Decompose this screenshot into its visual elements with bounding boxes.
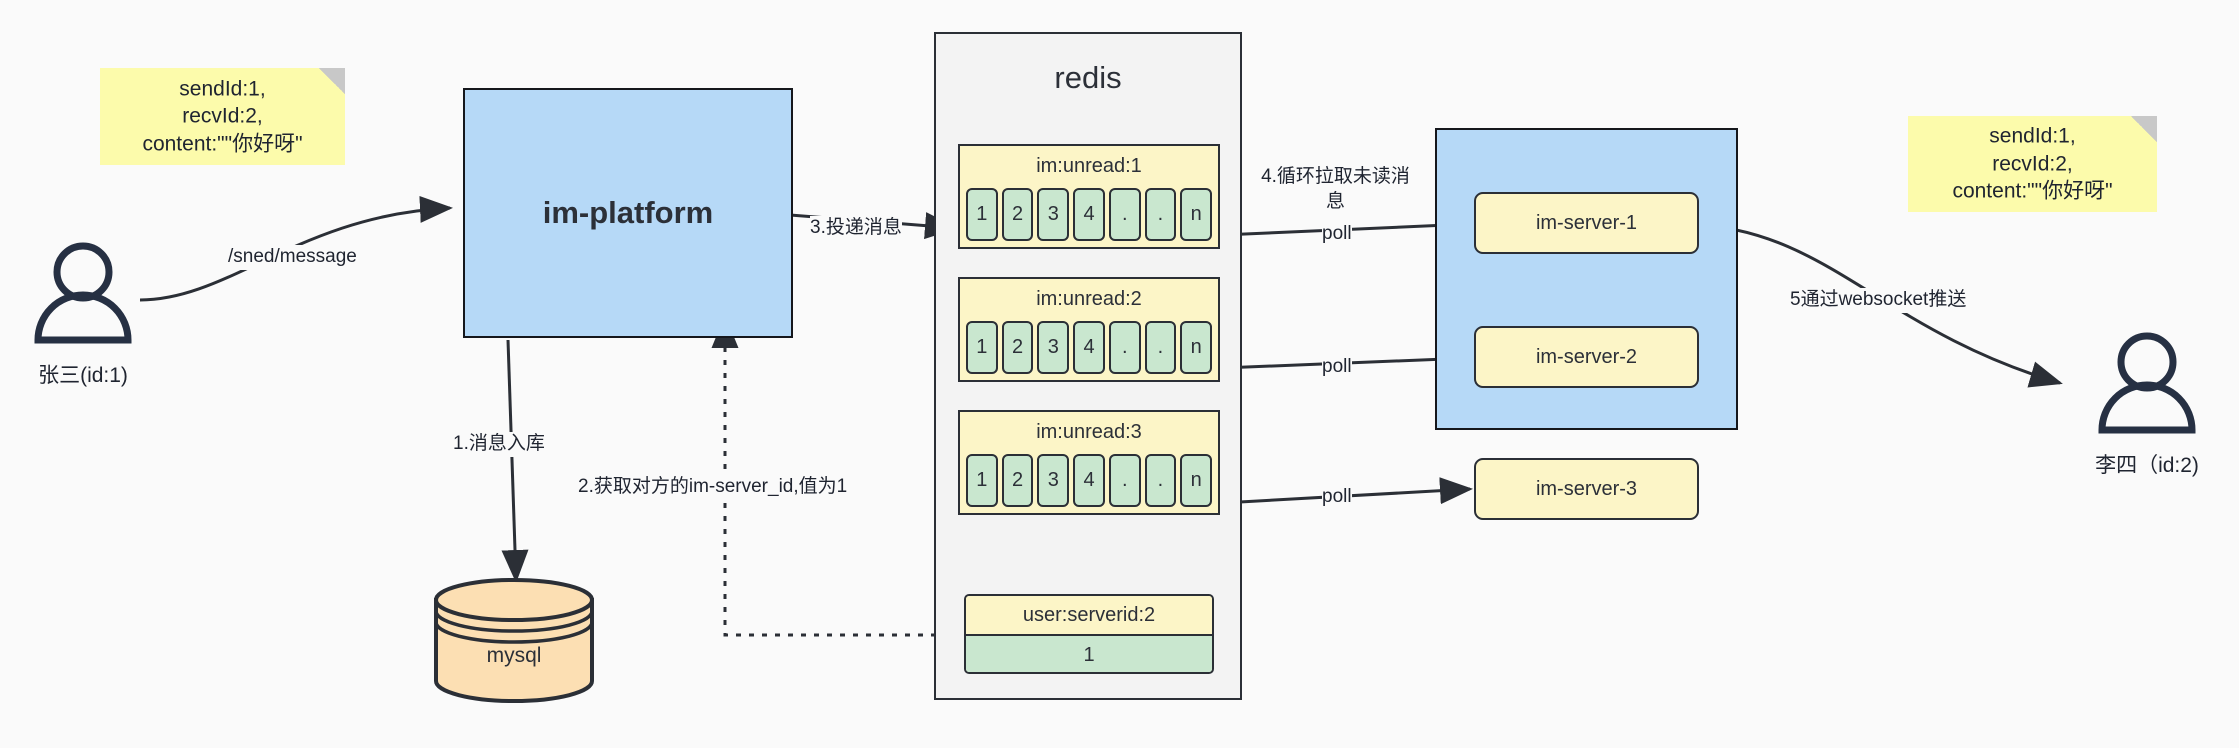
kv-user-serverid[interactable]: user:serverid:2 1 bbox=[964, 594, 1214, 674]
im-server-2-box[interactable]: im-server-2 bbox=[1474, 326, 1699, 388]
actor-sender: 张三(id:1) bbox=[28, 240, 138, 387]
note-right-text: sendId:1, recvId:2, content:""你好呀" bbox=[1952, 124, 2113, 203]
edge-label-pull-unread: 4.循环拉取未读消 息 bbox=[1258, 165, 1413, 215]
queue-cell[interactable]: 1 bbox=[966, 321, 998, 374]
note-left-text: sendId:1, recvId:2, content:""你好呀" bbox=[142, 76, 303, 156]
queue-cell[interactable]: . bbox=[1108, 321, 1141, 374]
queue-im-unread-2[interactable]: im:unread:2 1 2 3 4 . . n bbox=[958, 277, 1220, 382]
im-platform-label: im-platform bbox=[542, 195, 714, 230]
queue-cell[interactable]: 1 bbox=[966, 454, 998, 507]
queue-cell[interactable]: . bbox=[1108, 188, 1141, 241]
queue-cell[interactable]: 2 bbox=[1001, 188, 1034, 241]
queue-cell[interactable]: 3 bbox=[1037, 321, 1070, 374]
edge-label-websocket-push: 5通过websocket推送 bbox=[1790, 288, 1967, 313]
queue-cell[interactable]: . bbox=[1108, 454, 1141, 507]
edge-label-poll-1: poll bbox=[1322, 222, 1352, 247]
queue-1-key: im:unread:1 bbox=[1036, 155, 1142, 177]
redis-container: redis im:unread:1 1 2 3 4 . . n im:unrea… bbox=[934, 32, 1242, 700]
queue-3-cells: 1 2 3 4 . . n bbox=[966, 454, 1213, 507]
actor-receiver: 李四（id:2) bbox=[2092, 330, 2202, 477]
queue-2-cells: 1 2 3 4 . . n bbox=[966, 321, 1213, 374]
queue-3-key: im:unread:3 bbox=[1036, 421, 1142, 443]
kv-key: user:serverid:2 bbox=[966, 596, 1212, 634]
queue-cell[interactable]: . bbox=[1144, 321, 1177, 374]
im-server-3-box[interactable]: im-server-3 bbox=[1474, 458, 1699, 520]
queue-cell[interactable]: 4 bbox=[1073, 454, 1105, 507]
queue-cell[interactable]: . bbox=[1144, 454, 1177, 507]
mysql-cylinder[interactable]: mysql bbox=[430, 578, 598, 703]
queue-im-unread-1[interactable]: im:unread:1 1 2 3 4 . . n bbox=[958, 144, 1220, 249]
redis-title: redis bbox=[1054, 60, 1122, 95]
note-fold-icon bbox=[2131, 116, 2157, 142]
queue-cell[interactable]: 4 bbox=[1073, 188, 1105, 241]
queue-cell[interactable]: n bbox=[1180, 321, 1213, 374]
edge-label-poll-3: poll bbox=[1322, 485, 1352, 510]
edge-label-poll-2: poll bbox=[1322, 355, 1352, 380]
note-right: sendId:1, recvId:2, content:""你好呀" bbox=[1908, 116, 2157, 212]
kv-value: 1 bbox=[966, 634, 1212, 672]
note-left: sendId:1, recvId:2, content:""你好呀" bbox=[100, 68, 345, 165]
queue-cell[interactable]: . bbox=[1144, 188, 1177, 241]
queue-cell[interactable]: 3 bbox=[1037, 454, 1070, 507]
im-platform-box[interactable]: im-platform bbox=[463, 88, 793, 338]
edge-label-deliver-message: 3.投递消息 bbox=[810, 216, 902, 241]
actor-receiver-label: 李四（id:2) bbox=[2095, 454, 2199, 477]
edge-label-get-serverid: 2.获取对方的im-server_id,值为1 bbox=[578, 475, 848, 500]
edge-label-send-message: /sned/message bbox=[228, 245, 357, 270]
queue-cell[interactable]: 3 bbox=[1037, 188, 1070, 241]
queue-cell[interactable]: 1 bbox=[966, 188, 998, 241]
queue-im-unread-3[interactable]: im:unread:3 1 2 3 4 . . n bbox=[958, 410, 1220, 515]
queue-1-cells: 1 2 3 4 . . n bbox=[966, 188, 1213, 241]
queue-cell[interactable]: n bbox=[1180, 454, 1213, 507]
mysql-label: mysql bbox=[486, 643, 542, 667]
queue-cell[interactable]: n bbox=[1180, 188, 1213, 241]
queue-cell[interactable]: 2 bbox=[1001, 321, 1034, 374]
queue-2-key: im:unread:2 bbox=[1036, 288, 1142, 310]
edge-label-store-message: 1.消息入库 bbox=[453, 432, 545, 457]
actor-sender-label: 张三(id:1) bbox=[38, 364, 128, 387]
queue-cell[interactable]: 2 bbox=[1001, 454, 1034, 507]
note-fold-icon bbox=[319, 68, 345, 94]
queue-cell[interactable]: 4 bbox=[1073, 321, 1105, 374]
im-server-1-box[interactable]: im-server-1 bbox=[1474, 192, 1699, 254]
